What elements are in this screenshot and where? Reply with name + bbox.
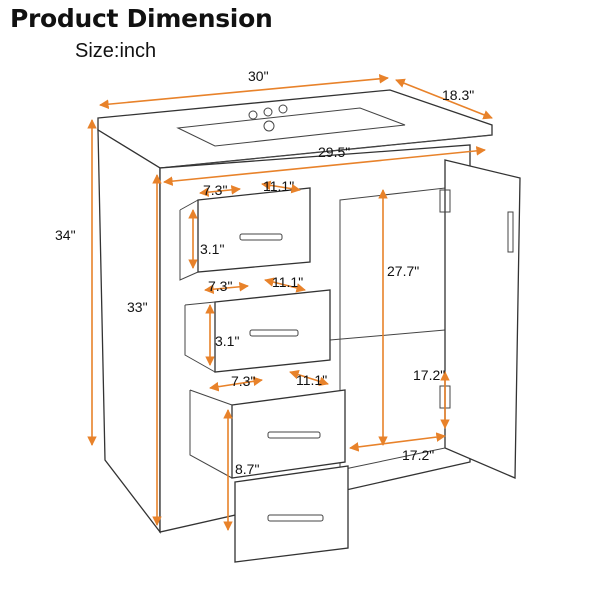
drawer-1 [197,187,311,273]
label-cabinet-h: 27.7" [387,263,419,279]
label-drawer1-d: 11.1" [263,178,294,194]
dim-line-drawer3-w [209,376,263,392]
dim-line-drawer2-d [264,277,306,293]
dim-line-width-top [99,74,389,109]
label-drawer1-h: 3.1" [200,241,224,257]
label-drawer2-d: 11.1" [272,274,303,290]
label-height-cabinet: 33" [127,299,148,315]
label-drawer2-w: 7.3" [208,278,232,294]
drawer-2-handle [249,329,299,337]
label-drawer3-w: 7.3" [231,373,255,389]
dimension-lines [87,74,493,531]
drawer-3-handle [267,431,321,439]
dim-line-depth [395,78,493,120]
faucet-hole-left [248,110,258,120]
label-depth: 18.3" [442,87,474,103]
dim-line-drawer1-w [199,185,241,197]
label-cabinet-w: 17.2" [402,447,434,463]
drawer-4-handle [267,514,324,522]
label-height-total: 34" [55,227,76,243]
left-side-panel [97,128,161,534]
drawer-1-handle [239,233,283,241]
drain-icon [263,120,275,132]
label-drawer2-h: 3.1" [215,333,239,349]
label-drawer3-d: 11.1" [296,372,327,388]
door-handle [507,211,514,253]
label-cabinet-d: 17.2" [413,367,445,383]
hinge-top-icon [439,189,451,213]
label-width-inner: 29.5" [318,144,350,160]
dim-line-width-inner [163,146,486,186]
dim-line-drawer3-d [289,370,329,386]
size-unit-label: Size:inch [75,40,157,62]
drawer-4 [234,465,349,563]
label-drawer3-h: 8.7" [235,461,259,477]
dim-line-cabinet-w [349,432,446,452]
vanity-cabinet [97,89,521,563]
sink-basin [176,107,406,147]
label-width-top: 30" [248,68,269,84]
cabinet-door [444,159,521,479]
dim-line-drawer1-d [261,180,301,194]
dimension-labels: 30" 18.3" 29.5" 34" 33" 7.3" 11.1" 3.1" … [55,68,474,477]
drawer-2 [214,289,331,373]
page-title: Product Dimension [10,4,273,33]
dim-line-drawer2-w [204,282,249,294]
label-drawer1-w: 7.3" [203,182,227,198]
